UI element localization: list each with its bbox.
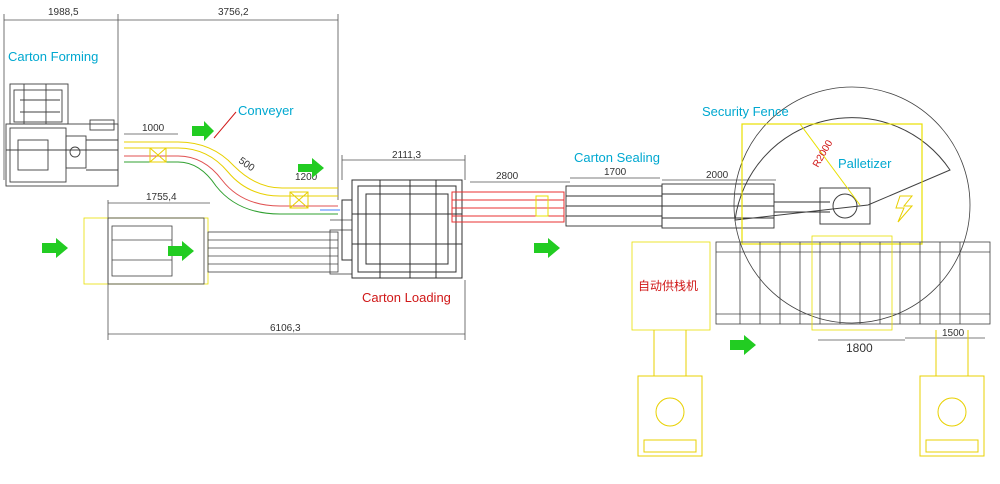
label-carton-forming: Carton Forming — [8, 49, 98, 64]
dim-1700: 1700 — [604, 167, 627, 178]
dim-2111: 2111,3 — [392, 150, 422, 161]
label-security-fence: Security Fence — [702, 104, 789, 119]
flow-arrow-icon — [730, 335, 756, 355]
label-carton-sealing: Carton Sealing — [574, 150, 660, 165]
label-carton-loading: Carton Loading — [362, 290, 451, 305]
dim-2800: 2800 — [496, 171, 519, 182]
dim-1988: 1988,5 — [48, 7, 79, 18]
flow-arrow-icon — [298, 158, 324, 178]
carton-loading-machine — [341, 179, 463, 279]
carton-sealing-machine — [565, 183, 830, 229]
flow-arrow-icon — [192, 121, 214, 141]
forklift-icon — [637, 330, 703, 457]
dim-3756: 3756,2 — [218, 7, 249, 18]
conveyor-leader-line — [213, 111, 237, 139]
pallet-conveyors — [631, 235, 991, 331]
carton-forming-machine — [5, 83, 119, 187]
dim-1800: 1800 — [846, 341, 873, 355]
dim-1200: 1200 — [295, 172, 318, 183]
flow-arrow-icon — [42, 238, 68, 258]
forklift-icon — [919, 330, 985, 457]
label-palletizer: Palletizer — [838, 156, 892, 171]
flow-arrow-icon — [534, 238, 560, 258]
dimension-texts: 1988,5 3756,2 1000 500 1200 2111,3 1755,… — [48, 7, 965, 355]
dim-1000: 1000 — [142, 123, 165, 134]
dimension-lines — [3, 14, 985, 341]
warning-bolt-icon — [895, 195, 914, 223]
flow-arrow-icon — [168, 241, 194, 261]
palletizer-area — [733, 86, 971, 324]
lower-infeed-conveyor — [83, 217, 353, 285]
red-transfer-conveyor — [451, 191, 565, 223]
dim-1500: 1500 — [942, 328, 965, 339]
dim-6106: 6106,3 — [270, 323, 301, 334]
label-radius: R2000 — [811, 138, 835, 169]
label-auto-pallet-feeder: 自动供栈机 — [638, 278, 698, 293]
flow-arrows — [42, 121, 756, 355]
label-conveyor: Conveyer — [238, 103, 294, 118]
dim-2000: 2000 — [706, 170, 729, 181]
upper-conveyor — [124, 141, 340, 215]
dim-1755: 1755,4 — [146, 192, 177, 203]
